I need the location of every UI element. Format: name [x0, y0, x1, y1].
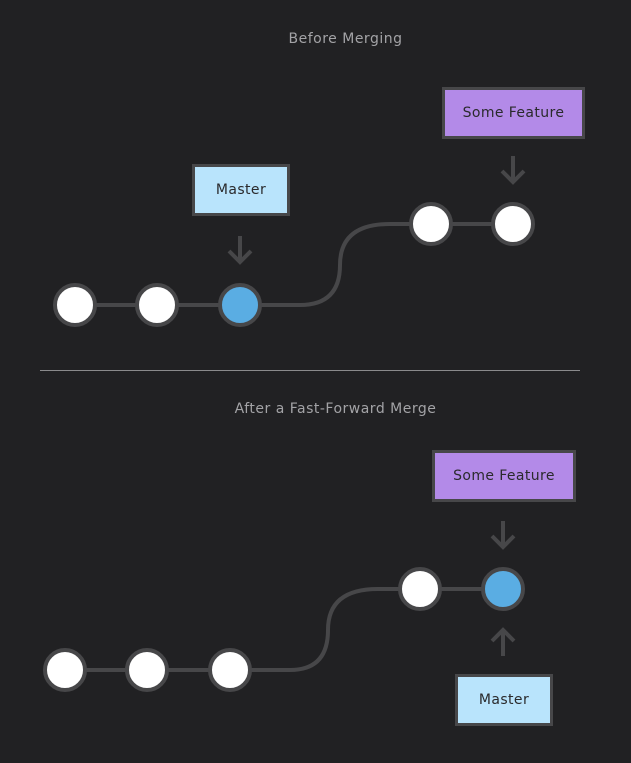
branch-curve [240, 222, 512, 307]
commit-node-master-head [218, 283, 262, 327]
feature-branch-label: Some Feature [442, 87, 585, 139]
arrow-down-icon [500, 156, 526, 185]
feature-label-text: Some Feature [462, 105, 565, 121]
before-merging-caption: Before Merging [288, 31, 403, 47]
feature-branch-label: Some Feature [432, 450, 576, 502]
section-divider [40, 370, 580, 371]
after-merge-caption: After a Fast-Forward Merge [234, 401, 437, 417]
before-merging-graph [53, 156, 535, 327]
commit-node-shared-head [481, 567, 525, 611]
arrow-down-icon [227, 236, 253, 265]
branch-curve [230, 587, 502, 672]
after-merge-graph [43, 521, 525, 692]
commit-node-feature-head [491, 202, 535, 246]
master-branch-label: Master [455, 674, 553, 726]
commit-node [208, 648, 252, 692]
commit-node [398, 567, 442, 611]
commit-node [409, 202, 453, 246]
commit-node [135, 283, 179, 327]
arrow-up-icon [490, 627, 516, 656]
commit-node [53, 283, 97, 327]
commit-node [125, 648, 169, 692]
master-branch-label: Master [192, 164, 290, 216]
feature-label-text: Some Feature [453, 468, 555, 484]
master-label-text: Master [215, 182, 267, 198]
master-label-text: Master [478, 692, 530, 708]
arrow-down-icon [490, 521, 516, 550]
commit-node [43, 648, 87, 692]
